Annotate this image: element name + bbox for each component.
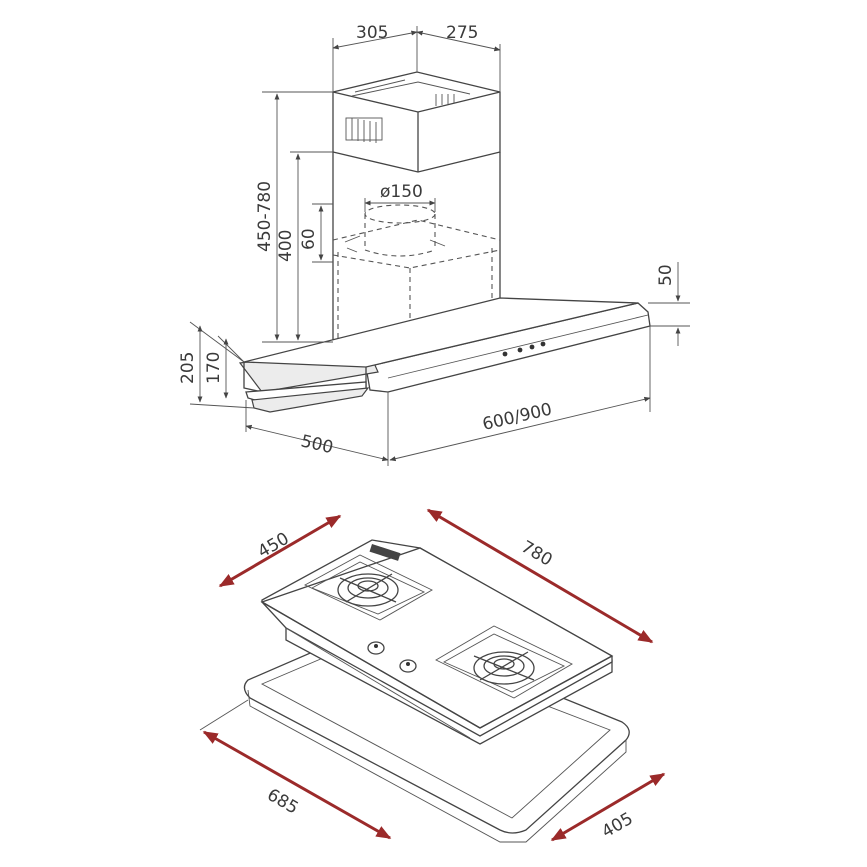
hood-canopy (238, 297, 651, 413)
label-cutout-depth: 405 (599, 809, 637, 843)
chimney-upper (332, 71, 501, 173)
label-outlet-height: 60 (299, 228, 319, 250)
duct-outlet (344, 204, 446, 257)
dim-total-height: 450-780 (255, 91, 333, 343)
label-panel-height: 50 (656, 264, 676, 286)
label-total-height: 450-780 (255, 181, 275, 252)
label-lower-height: 400 (276, 230, 296, 262)
dim-lower-height: 400 (276, 151, 333, 341)
label-hob-depth: 450 (255, 529, 293, 563)
label-depth: 500 (299, 431, 335, 458)
dim-panel-height: 50 (648, 262, 690, 346)
control-knobs (367, 544, 417, 673)
label-cutout-width: 685 (264, 785, 302, 819)
dim-chimney-depth: 275 (416, 23, 501, 92)
range-hood-drawing: 305 275 ø150 450-780 400 (178, 23, 690, 466)
dim-duct-diameter: ø150 (364, 182, 436, 212)
gas-hob-drawing: 450 780 685 405 (199, 508, 666, 843)
burner-right (435, 625, 573, 699)
burner-left (304, 554, 433, 621)
label-body-height: 170 (204, 352, 224, 384)
dim-front-height: 205 (178, 321, 255, 409)
label-chimney-width: 305 (356, 23, 388, 43)
chimney-lower-hidden (332, 152, 501, 340)
label-duct-diameter: ø150 (380, 182, 423, 202)
label-chimney-depth: 275 (446, 23, 478, 43)
label-front-height: 205 (178, 352, 198, 384)
dim-body-height: 170 (204, 335, 245, 399)
dim-outlet-height: 60 (299, 203, 333, 263)
